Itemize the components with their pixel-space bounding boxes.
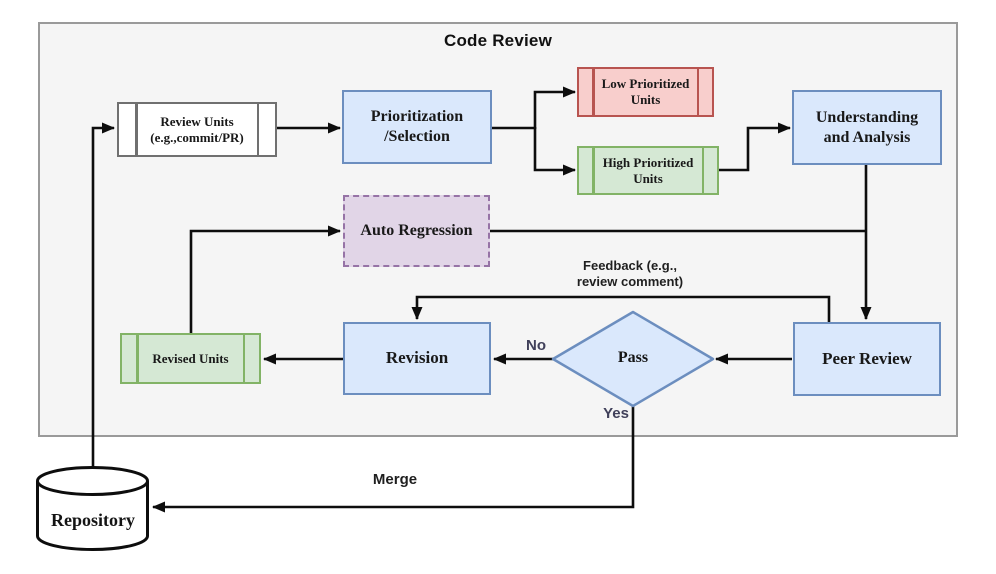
node-understanding-and-analysis: Understanding and Analysis [792, 90, 942, 165]
edge-high-prioritized-to-understanding [719, 122, 791, 172]
merge-edge-label: Merge [372, 471, 418, 488]
node-label-line2: and Analysis [823, 128, 911, 146]
node-revised-units: Revised Units [120, 333, 261, 384]
pass-diamond-label: Pass [617, 349, 649, 366]
node-label-line2: Units [630, 92, 661, 107]
node-label-line1: Low Prioritized [601, 76, 690, 92]
no-edge-label: No [526, 337, 546, 354]
feedback-label-line1: Feedback (e.g., [583, 258, 677, 273]
node-review-units: Review Units (e.g.,commit/PR) [117, 102, 277, 157]
repository-cylinder-top [36, 466, 149, 496]
node-label: Peer Review [822, 348, 912, 368]
edge-pass-yes-merge-to-repository [152, 406, 635, 513]
node-high-prioritized-units: High Prioritized Units [577, 146, 719, 195]
node-label-line2: /Selection [384, 128, 450, 145]
node-label: Revision [385, 348, 449, 368]
edge-fork-to-low-prioritized [533, 86, 576, 129]
repository-label: Repository [51, 510, 135, 530]
pass-diamond-shape [551, 310, 715, 408]
node-auto-regression: Auto Regression [343, 195, 490, 267]
node-peer-review: Peer Review [793, 322, 941, 396]
node-label-line1: Review Units [160, 113, 234, 129]
node-label-line1: Prioritization [370, 108, 464, 126]
node-label-line2: (e.g.,commit/PR) [150, 129, 244, 145]
edge-repository-to-review-units [91, 122, 115, 468]
node-prioritization-selection: Prioritization /Selection [342, 90, 492, 164]
edge-revised-units-to-auto-regression [189, 225, 341, 333]
node-label-line2: Units [633, 170, 663, 186]
node-label-line1: High Prioritized [602, 154, 694, 170]
diagram-title: Code Review [443, 31, 552, 50]
repository-cylinder-body [36, 481, 149, 551]
node-revision: Revision [343, 322, 491, 395]
feedback-edge-label: Feedback (e.g., review comment) [564, 258, 696, 291]
feedback-label-line2: review comment) [576, 274, 684, 290]
node-label: Revised Units [152, 350, 229, 366]
node-low-prioritized-units: Low Prioritized Units [577, 67, 714, 117]
node-label: Auto Regression [360, 222, 473, 240]
edge-feedback-peer-review-to-revision [411, 295, 831, 322]
yes-edge-label: Yes [603, 405, 629, 422]
edge-fork-to-high-prioritized [533, 127, 576, 176]
node-label-line1: Understanding [815, 108, 919, 126]
